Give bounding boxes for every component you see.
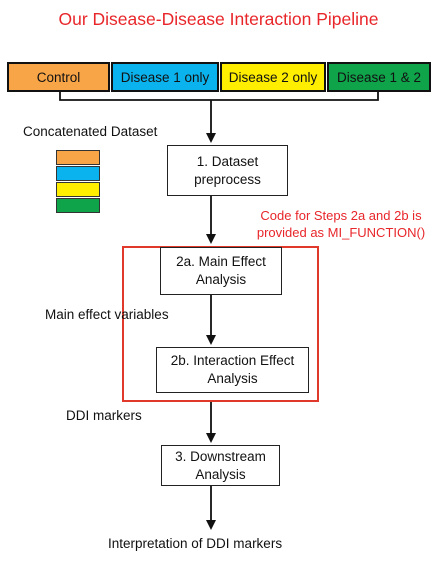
group-label: Disease 1 only <box>120 69 210 85</box>
page-title: Our Disease-Disease Interaction Pipeline <box>58 9 379 29</box>
step-1-line1: 1. Dataset <box>196 153 259 169</box>
group-label: Disease 2 only <box>228 69 318 85</box>
group-control: Control <box>7 62 110 92</box>
step-3-line2: Analysis <box>195 466 246 482</box>
main-effect-variables-label: Main effect variables <box>45 307 169 322</box>
dataset-swatch-disease-1-and-2 <box>56 198 100 213</box>
group-disease-2-only: Disease 2 only <box>220 62 326 92</box>
step-3-line1: 3. Downstream <box>175 448 266 464</box>
ddi-markers-label: DDI markers <box>66 408 142 423</box>
dataset-swatch-disease-2 <box>56 182 100 197</box>
group-label: Control <box>36 69 81 85</box>
concatenated-dataset-label: Concatenated Dataset <box>23 124 158 139</box>
step-2a-line2: Analysis <box>195 272 247 287</box>
group-disease-1-and-2: Disease 1 & 2 <box>327 62 431 92</box>
group-disease-1-only: Disease 1 only <box>111 62 219 92</box>
dataset-swatch-disease-1 <box>56 166 100 181</box>
step-1-line2: preprocess <box>194 171 261 187</box>
step-2b-line1: 2b. Interaction Effect <box>170 353 295 368</box>
dataset-swatch-control <box>56 150 100 165</box>
step-3-downstream: 3. Downstream Analysis <box>161 445 280 486</box>
step-2a-line1: 2a. Main Effect <box>176 254 266 269</box>
step-1-dataset-preprocess: 1. Dataset preprocess <box>167 145 288 196</box>
step-2b-line2: Analysis <box>207 371 258 386</box>
merge-bracket <box>59 92 379 101</box>
group-label: Disease 1 & 2 <box>336 69 422 85</box>
code-note-line1: Code for Steps 2a and 2b is <box>260 208 422 223</box>
code-note: Code for Steps 2a and 2b is provided as … <box>248 207 434 241</box>
interpretation-label: Interpretation of DDI markers <box>108 536 283 551</box>
step-2b-interaction-effect: 2b. Interaction Effect Analysis <box>156 347 309 393</box>
code-note-line2: provided as MI_FUNCTION() <box>256 225 426 240</box>
step-2a-main-effect: 2a. Main Effect Analysis <box>160 247 282 295</box>
